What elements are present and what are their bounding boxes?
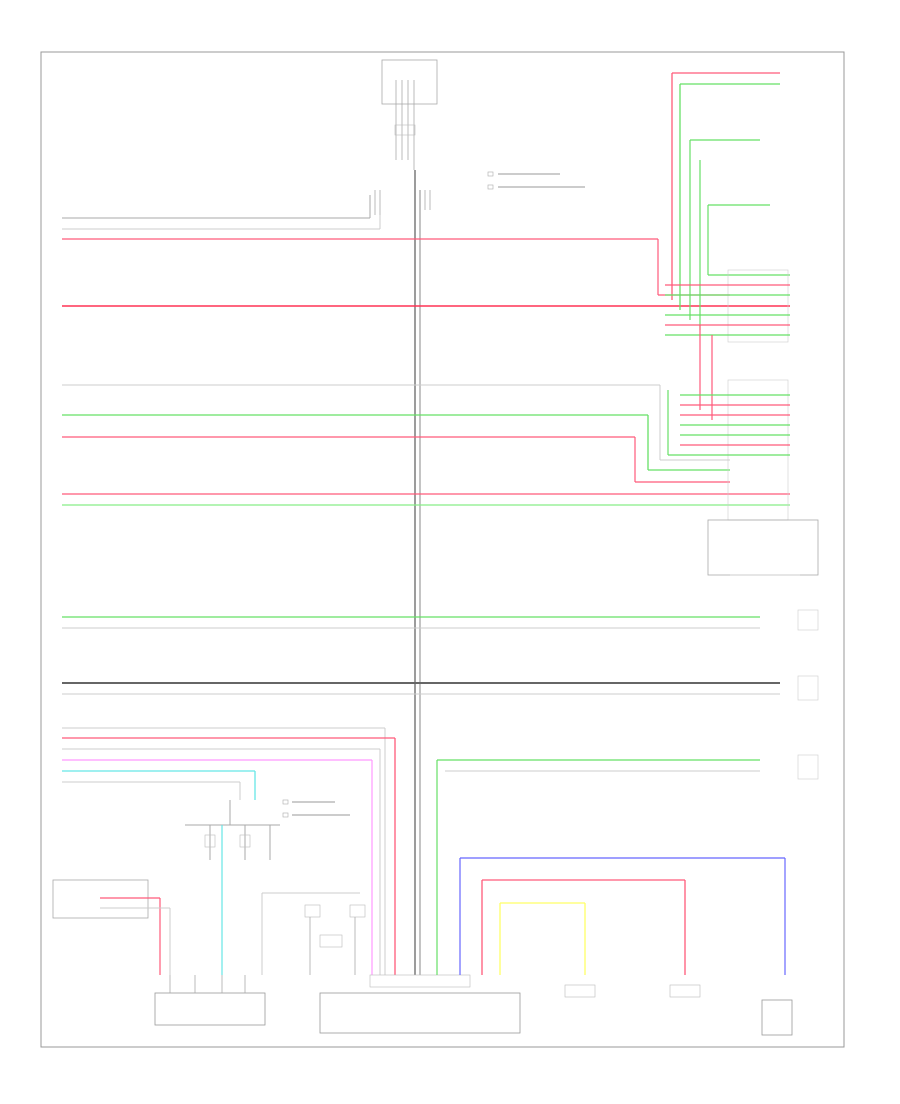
central-trunk	[374, 170, 431, 975]
left-module	[52, 879, 171, 975]
wire-red-lower	[481, 879, 686, 975]
right-upper-components	[671, 72, 790, 330]
wire-blue-lower	[459, 857, 786, 975]
right-connector-block-1	[665, 269, 790, 420]
lower-left-junction	[185, 800, 280, 975]
center-lower-connectors	[261, 892, 366, 975]
wire-green-4	[62, 414, 730, 471]
wire-yellow-lower	[499, 902, 586, 975]
left-module-box	[52, 879, 149, 919]
top-center-box	[381, 59, 438, 105]
bottom-center-connector-box	[319, 992, 521, 1034]
bottom-center-connector	[319, 974, 521, 1034]
wire-gray-3	[62, 384, 730, 461]
right-lower-modules	[707, 519, 819, 780]
lower-left-bundle	[62, 727, 396, 975]
right-connector-block-2	[667, 379, 790, 521]
wire-red-1	[62, 238, 730, 296]
bottom-right-module	[761, 999, 793, 1036]
bottom-notes	[282, 799, 350, 818]
wire-red-5	[62, 436, 730, 483]
wire-green-lower	[436, 759, 760, 975]
bottom-right-components	[564, 984, 793, 1036]
diagram-border	[40, 51, 845, 1048]
top-gray-wires	[62, 195, 381, 230]
bottom-left-connector	[154, 975, 266, 1026]
top-center-component	[381, 59, 438, 170]
top-notes	[487, 171, 585, 190]
bottom-left-connector-box	[154, 992, 266, 1026]
